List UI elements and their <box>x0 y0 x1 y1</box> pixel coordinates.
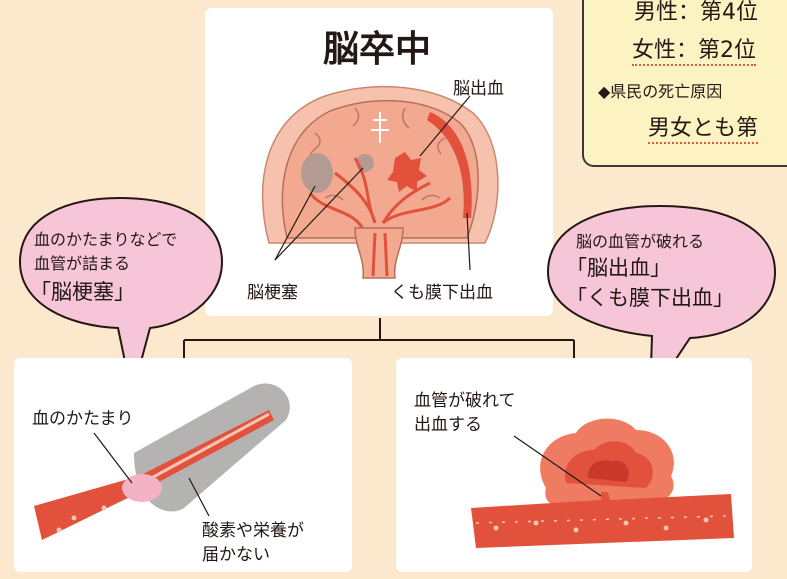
clot-vessel-illustration <box>34 383 290 540</box>
blood-clot <box>122 474 162 502</box>
left-bubble-line2: 血管が詰まる <box>34 254 131 273</box>
rupture-line2: 出血する <box>414 415 482 435</box>
right-bubble-line1: 脳の血管が破れる <box>576 232 705 251</box>
infarction-label: 脳梗塞 <box>247 283 298 303</box>
hemorrhage-spot <box>387 152 427 192</box>
right-bubble-line3: 「くも膜下出血」 <box>566 286 734 310</box>
subarachnoid-label: くも膜下出血 <box>391 283 493 303</box>
infarct-area <box>301 153 333 193</box>
male-rank-text: 男性：第4位 <box>634 0 758 25</box>
no-supply-line1: 酸素や栄養が <box>202 521 304 541</box>
rupture-vessel-illustration <box>471 418 734 548</box>
hemorrhage-label: 脳出血 <box>453 79 504 99</box>
statistics-box: 男性：第4位 女性：第2位 ◆県民の死亡原因 男女とも第 <box>582 0 787 167</box>
rupture-line1: 血管が破れて <box>414 391 516 411</box>
both-sexes-rank-text: 男女とも第 <box>648 110 759 144</box>
clot-label: 血のかたまり <box>32 409 134 429</box>
infarction-panel: 血のかたまり 酸素や栄養が 届かない <box>14 358 352 572</box>
female-rank-text: 女性：第2位 <box>632 32 756 66</box>
right-bubble-line2: 「脳出血」 <box>566 256 671 280</box>
left-bubble-line1: 血のかたまりなどで <box>34 230 178 249</box>
hemorrhage-panel: 血管が破れて 出血する <box>396 358 752 572</box>
brain-panel: 脳卒中 脳出血 脳梗塞 くも膜下出血 <box>205 8 553 316</box>
no-supply-line2: 届かない <box>202 545 270 565</box>
brain-illustration <box>261 85 499 279</box>
prefecture-cause-text: ◆県民の死亡原因 <box>598 82 723 101</box>
left-bubble-line3: 「脳梗塞」 <box>30 280 135 304</box>
page-title: 脳卒中 <box>323 29 432 70</box>
